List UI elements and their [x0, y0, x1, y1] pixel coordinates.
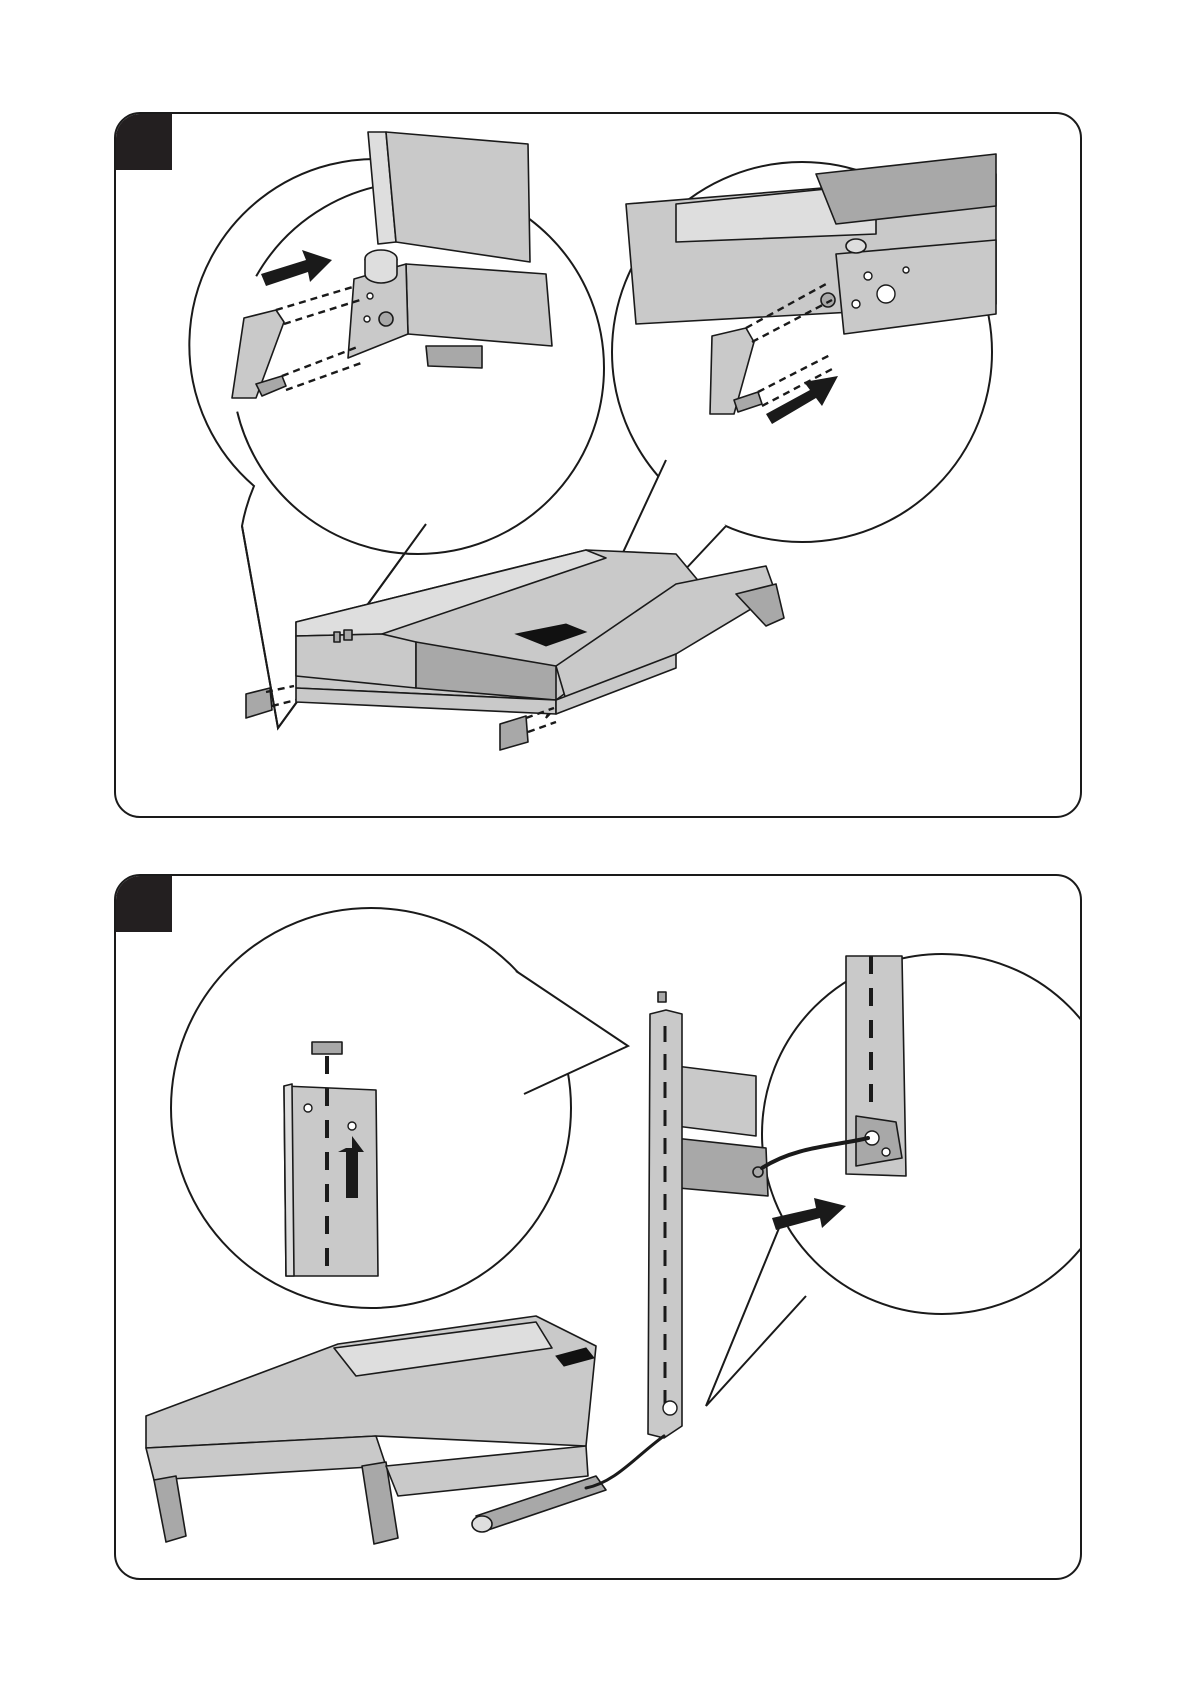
treadmill-base: [146, 1316, 664, 1544]
step-2-illustration: [116, 876, 1080, 1578]
step-1-panel: [114, 112, 1082, 818]
upright-post: [648, 992, 682, 1438]
step-1-illustration: [116, 114, 1080, 816]
step-2-panel: [114, 874, 1082, 1580]
left-callout: [171, 908, 628, 1308]
